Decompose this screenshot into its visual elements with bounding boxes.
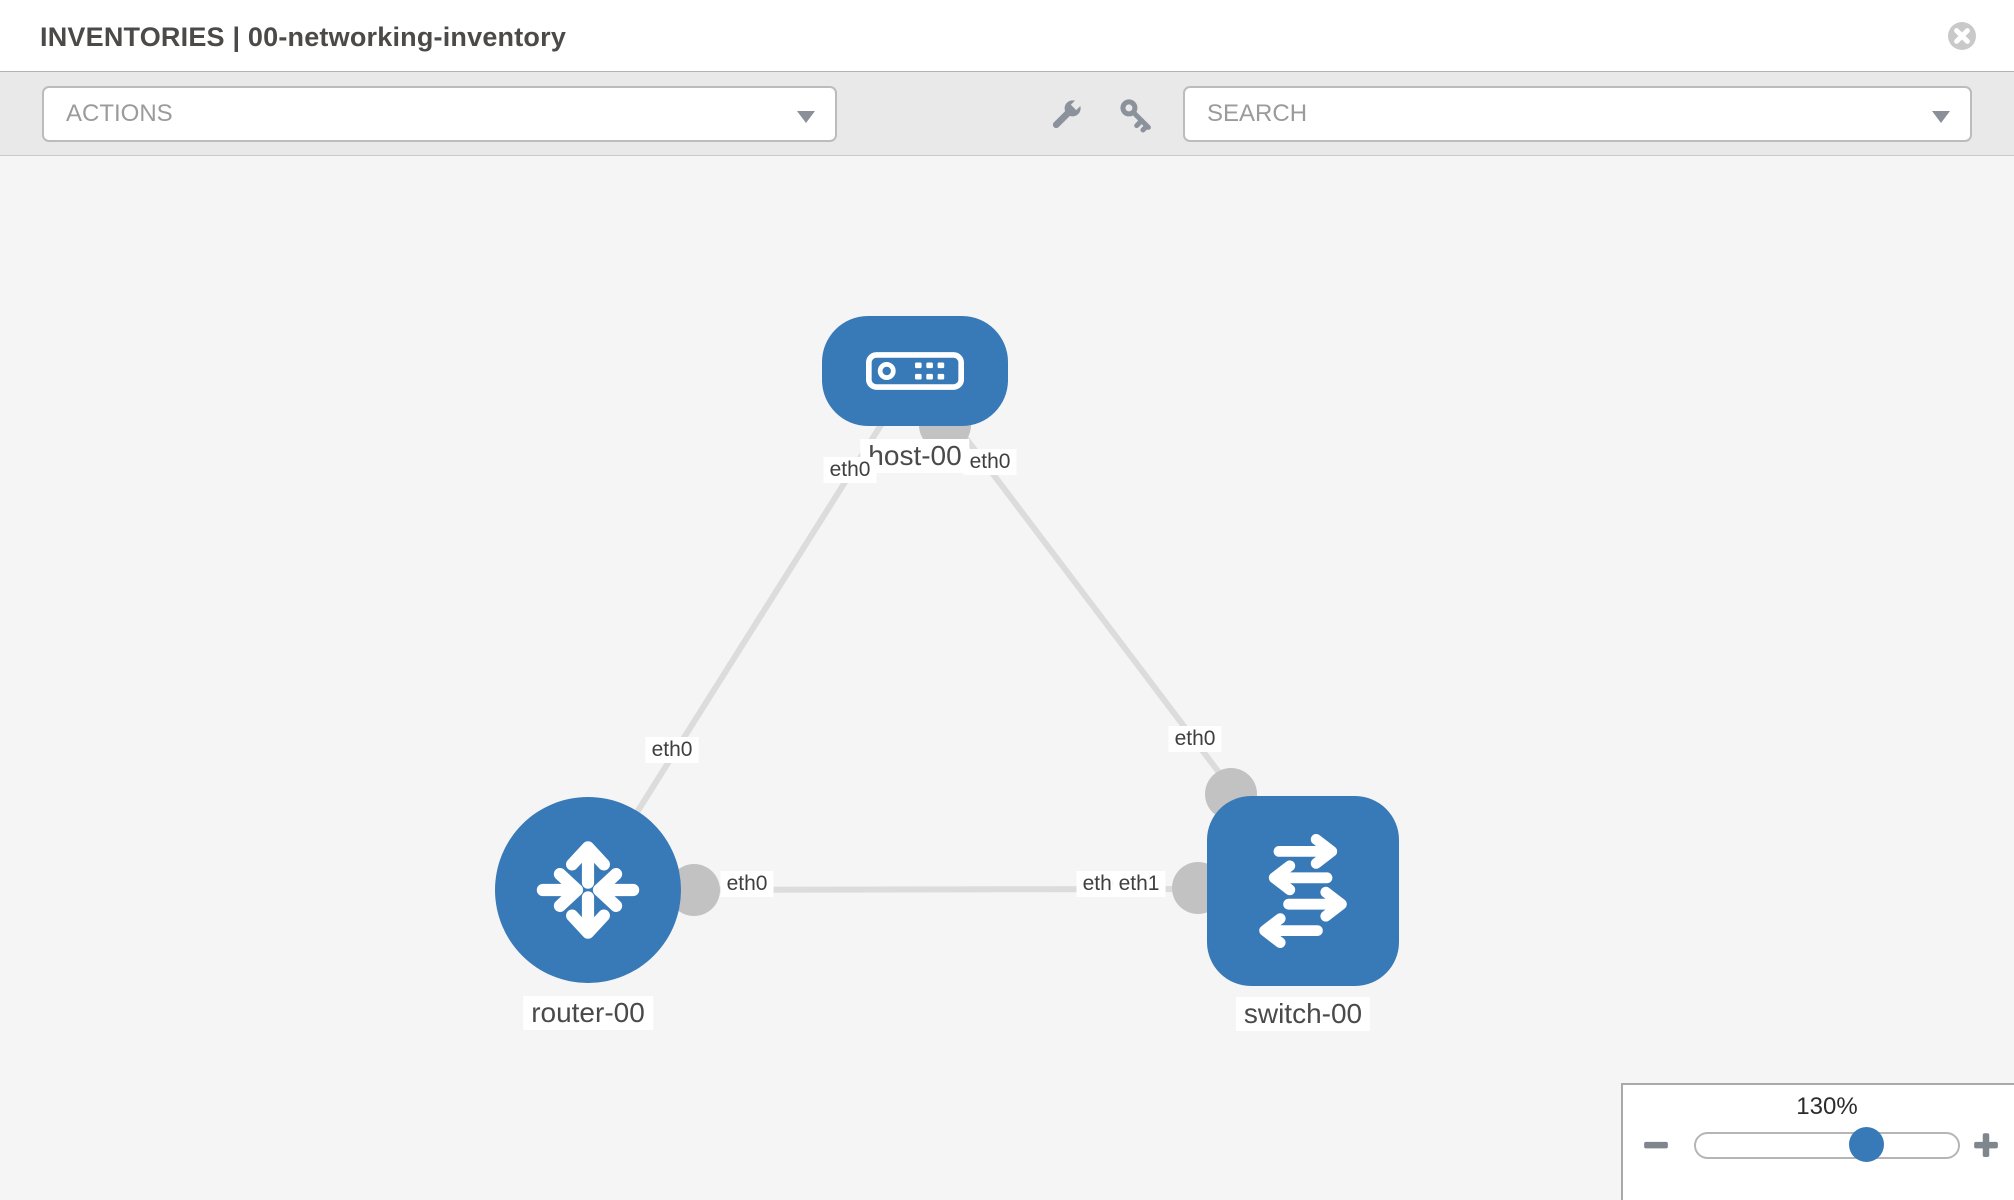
links-layer (585, 369, 1261, 916)
zoom-percentage: 130% (1796, 1093, 1858, 1120)
wrench-icon (1052, 98, 1083, 129)
zoom-slider-track[interactable] (1694, 1127, 1960, 1162)
topology-canvas[interactable]: host-00 router-00 switch-00 eth0 eth0 eth0 eth… (0, 156, 2014, 1200)
configure-button[interactable] (1045, 94, 1087, 136)
zoom-in-button[interactable] (1971, 1130, 2001, 1160)
router-icon (536, 841, 640, 939)
minus-icon (1644, 1141, 1668, 1149)
node-label-switch-00: switch-00 (1235, 997, 1371, 1031)
zoom-out-button[interactable] (1641, 1130, 1671, 1160)
port-label-eth0: eth0 (720, 871, 774, 897)
chevron-down-icon (797, 111, 815, 123)
zoom-panel: 130% (1621, 1083, 2014, 1200)
search-dropdown[interactable]: SEARCH (1183, 86, 1972, 142)
zoom-slider-thumb[interactable] (1848, 1127, 1884, 1162)
node-switch-00[interactable] (1207, 796, 1399, 986)
port-label-eth1: eth1 (1112, 871, 1166, 897)
port-label-eth0: eth0 (963, 449, 1017, 475)
actions-dropdown[interactable]: ACTIONS (42, 86, 837, 142)
credentials-button[interactable] (1115, 94, 1157, 136)
key-icon (1120, 99, 1151, 133)
plus-icon (1974, 1133, 1998, 1157)
search-dropdown-label: SEARCH (1207, 100, 1308, 127)
node-host-00[interactable] (822, 316, 1008, 426)
host-icon (866, 352, 964, 390)
switch-icon (1259, 834, 1347, 948)
header: INVENTORIES | 00-networking-inventory (0, 0, 2014, 71)
chevron-down-icon (1932, 111, 1950, 123)
node-label-host-00: host-00 (860, 439, 970, 473)
close-icon (1948, 22, 1976, 50)
port-label-eth0: eth0 (645, 737, 699, 763)
node-router-00[interactable] (495, 797, 681, 983)
port-label-eth0: eth0 (823, 457, 877, 483)
actions-dropdown-label: ACTIONS (66, 100, 173, 127)
link-connector (668, 864, 720, 916)
page-title: INVENTORIES | 00-networking-inventory (40, 22, 567, 52)
close-button[interactable] (1946, 20, 1978, 52)
node-label-router-00: router-00 (523, 996, 653, 1030)
port-label-eth0: eth0 (1168, 726, 1222, 752)
toolbar: ACTIONS SEARCH (0, 71, 2014, 156)
